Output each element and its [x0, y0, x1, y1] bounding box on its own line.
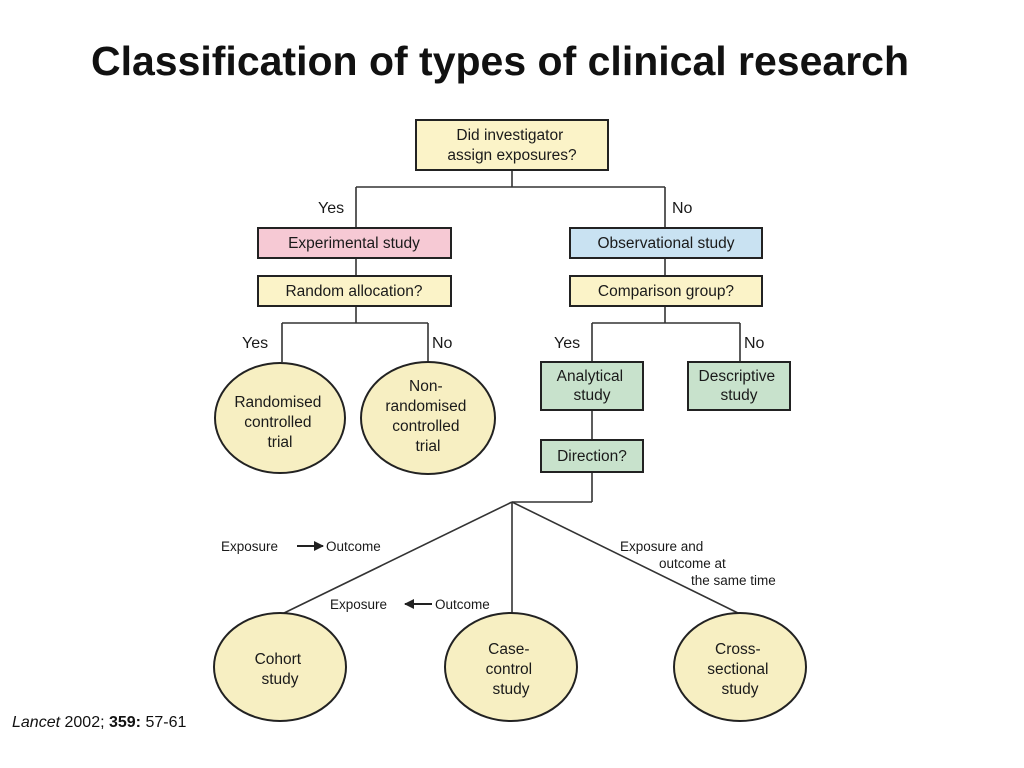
node-non-rct: Non- randomised controlled trial: [360, 361, 496, 475]
svg-text:Analytical study: Analytical study: [557, 368, 628, 404]
connector-lines: [281, 170, 741, 615]
node-cross-sectional: Cross- sectional study: [673, 612, 807, 722]
node-experimental: Experimental study: [257, 227, 452, 259]
node-observational: Observational study: [569, 227, 763, 259]
svg-text:Randomised controlled: Randomised controlled trial: [234, 394, 325, 451]
node-case-control-line-2: control: [486, 661, 533, 678]
label-random-yes: Yes: [242, 335, 268, 352]
node-descriptive-line-2: study: [720, 387, 757, 404]
direction-case-control-from: Exposure: [330, 597, 387, 612]
node-comparison-group: Comparison group?: [569, 275, 763, 307]
node-case-control-ellipse: [444, 612, 578, 722]
direction-cross-sectional-line-3: the same time: [691, 573, 776, 588]
page-title: Classification of types of clinical rese…: [90, 38, 910, 84]
node-analytical: Analytical study: [540, 361, 644, 411]
direction-cross-sectional: Exposure and outcome at the same time: [620, 539, 776, 588]
direction-cross-sectional-line-2: outcome at: [659, 556, 726, 571]
node-observational-box: [569, 227, 763, 259]
node-descriptive-line-1: Descriptive: [699, 368, 776, 385]
node-case-control: Case- control study: [444, 612, 578, 722]
node-cohort-ellipse: [213, 612, 347, 722]
node-analytical-line-2: study: [573, 387, 610, 404]
svg-text:Descriptive study: Descriptive study: [699, 368, 780, 404]
node-non-rct-line-4: trial: [416, 438, 441, 455]
direction-cohort-to: Outcome: [326, 539, 381, 554]
node-root-line-1: Did investigator: [456, 127, 563, 144]
node-cross-sectional-line-1: Cross-: [715, 641, 761, 658]
label-root-yes: Yes: [318, 200, 344, 217]
svg-text:Random allocation?: Random allocation?: [285, 283, 422, 300]
node-observational-label: Observational study: [598, 235, 735, 252]
direction-cohort: Exposure Outcome: [221, 539, 381, 554]
node-cross-sectional-ellipse: [673, 612, 807, 722]
node-root-line-2: assign exposures?: [447, 147, 577, 164]
label-comparison-yes: Yes: [554, 335, 580, 352]
node-rct-line-3: trial: [268, 434, 293, 451]
node-experimental-label: Experimental study: [288, 235, 420, 252]
node-comparison-group-box: [569, 275, 763, 307]
node-cross-sectional-line-3: study: [721, 681, 758, 698]
label-root-no: No: [672, 200, 693, 217]
node-descriptive: Descriptive study: [687, 361, 791, 411]
svg-text:Observational study: Observational study: [598, 235, 735, 252]
node-case-control-line-1: Case-: [488, 641, 529, 658]
node-analytical-line-1: Analytical: [557, 368, 623, 385]
svg-text:Comparison group?: Comparison group?: [598, 283, 735, 300]
node-cohort-line-1: Cohort: [255, 651, 302, 668]
direction-cohort-from: Exposure: [221, 539, 278, 554]
node-random-allocation: Random allocation?: [257, 275, 452, 307]
citation-pages: 57-61: [141, 714, 187, 731]
svg-text:Cross- sectional s: Cross- sectional study: [707, 641, 773, 698]
node-analytical-box: [540, 361, 644, 411]
citation-year: 2002;: [60, 714, 109, 731]
svg-text:Experimental study: Experimental study: [288, 235, 420, 252]
node-cohort-line-2: study: [261, 671, 298, 688]
node-root: Did investigator assign exposures?: [415, 119, 609, 171]
node-cross-sectional-line-2: sectional: [707, 661, 768, 678]
svg-text:Cohort study: Cohort study: [255, 651, 306, 688]
direction-case-control: Exposure Outcome: [330, 597, 490, 612]
citation-volume: 359:: [108, 714, 142, 731]
node-rct-line-2: controlled: [244, 414, 311, 431]
node-random-allocation-label: Random allocation?: [285, 283, 422, 300]
node-comparison-group-label: Comparison group?: [598, 283, 735, 300]
node-non-rct-ellipse: [360, 361, 496, 475]
citation-journal: Lancet: [12, 714, 61, 731]
node-case-control-line-3: study: [492, 681, 529, 698]
label-comparison-no: No: [744, 335, 765, 352]
svg-text:Direction?: Direction?: [557, 448, 627, 465]
node-non-rct-line-1: Non-: [409, 378, 443, 395]
node-rct-line-1: Randomised: [234, 394, 321, 411]
direction-case-control-to: Outcome: [435, 597, 490, 612]
node-rct-ellipse: [214, 362, 346, 474]
node-random-allocation-box: [257, 275, 452, 307]
svg-text:Non- randomised co: Non- randomised controlled trial: [385, 378, 470, 455]
node-experimental-box: [257, 227, 452, 259]
node-direction-box: [540, 439, 644, 473]
node-root-box: [415, 119, 609, 171]
label-random-no: No: [432, 335, 453, 352]
node-non-rct-line-3: controlled: [392, 418, 459, 435]
node-descriptive-box: [687, 361, 791, 411]
node-direction-label: Direction?: [557, 448, 627, 465]
node-non-rct-line-2: randomised: [385, 398, 466, 415]
svg-text:Did investigator assign: Did investigator assign exposures?: [447, 127, 577, 164]
svg-text:Exposure and outcome at: Exposure and outcome at the same time: [620, 539, 776, 588]
direction-cross-sectional-line-1: Exposure and: [620, 539, 703, 554]
citation: Lancet 2002; 359: 57-61: [12, 714, 186, 732]
node-cohort: Cohort study: [213, 612, 347, 722]
node-direction: Direction?: [540, 439, 644, 473]
node-rct: Randomised controlled trial: [214, 362, 346, 474]
svg-text:Case- control stud: Case- control study: [486, 641, 537, 698]
